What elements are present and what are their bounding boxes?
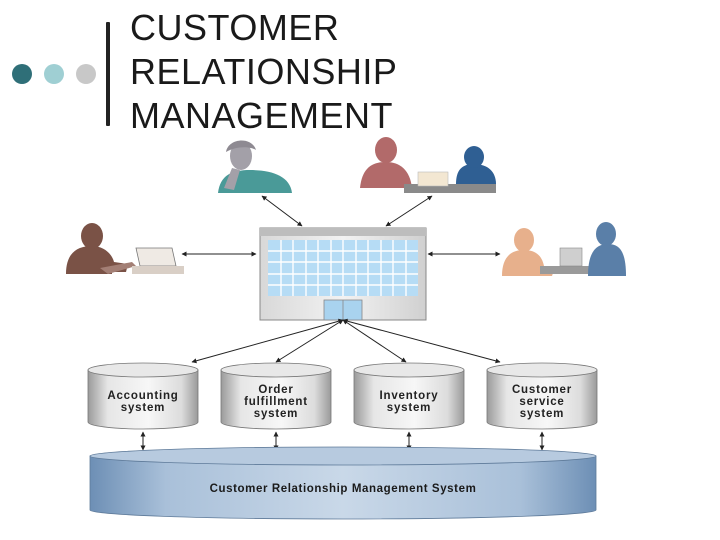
bullet-dot-3	[76, 64, 96, 84]
connector-person-1	[261, 195, 303, 227]
person-thinking-icon	[218, 140, 292, 193]
people-at-counter-icon	[360, 137, 496, 193]
title-line-3: MANAGEMENT	[130, 95, 394, 136]
db-label-line: Inventory	[380, 390, 439, 402]
database-customer-service: Customer service system	[486, 362, 598, 430]
db-label-line: service	[519, 396, 564, 408]
connector-db-1	[191, 318, 344, 364]
slide-title: CUSTOMER RELATIONSHIP MANAGEMENT	[130, 6, 397, 138]
db-label-line: system	[387, 402, 431, 414]
people-at-desk-icon	[502, 222, 626, 276]
title-divider	[106, 22, 110, 126]
database-order-fulfillment: Order fulfillment system	[220, 362, 332, 430]
db-label-line: Customer	[512, 384, 572, 396]
db-label-line: Accounting	[107, 390, 178, 402]
db-label-line: system	[121, 402, 165, 414]
bullet-dot-1	[12, 64, 32, 84]
connector-person-2	[385, 195, 433, 227]
connector-db-3	[342, 319, 407, 363]
database-inventory: Inventory system	[353, 362, 465, 430]
connector-db-2	[275, 319, 344, 363]
connector-db-4	[342, 318, 501, 364]
db-label-line: fulfillment	[244, 396, 308, 408]
company-building-icon	[259, 227, 427, 321]
title-bullets	[8, 62, 100, 86]
crm-connectors	[140, 431, 545, 451]
crm-system-database: Customer Relationship Management System	[89, 446, 597, 520]
people-connectors	[181, 195, 501, 257]
title-line-1: CUSTOMER	[130, 7, 340, 48]
database-connectors	[191, 318, 501, 364]
db-label-line: system	[520, 408, 564, 420]
title-line-2: RELATIONSHIP	[130, 51, 398, 92]
crm-system-label: Customer Relationship Management System	[210, 483, 477, 495]
person-at-laptop-icon	[66, 223, 184, 274]
bullet-dot-2	[44, 64, 64, 84]
db-label-line: system	[254, 408, 298, 420]
db-label-line: Order	[258, 384, 293, 396]
database-accounting: Accounting system	[87, 362, 199, 430]
